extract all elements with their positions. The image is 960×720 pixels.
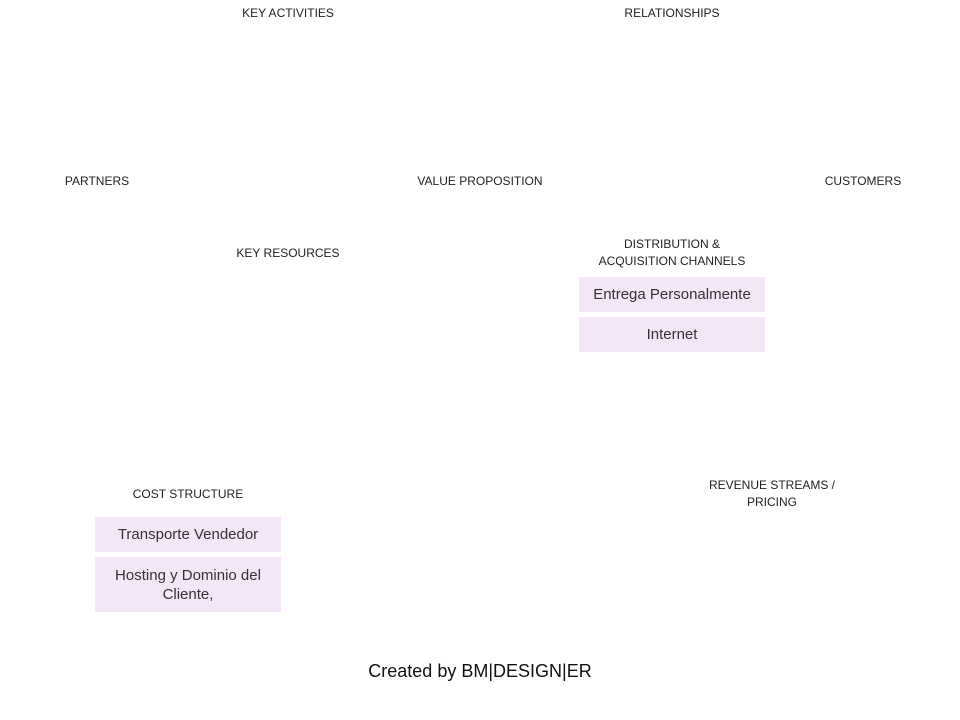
section-label-key-activities: KEY ACTIVITIES [242,6,334,20]
sticky-note-cost[interactable]: Transporte Vendedor [95,517,281,552]
sticky-note-cost[interactable]: Hosting y Dominio del Cliente, [95,557,281,612]
sticky-note-distribution[interactable]: Entrega Personalmente [579,277,765,312]
section-label-revenue-streams: REVENUE STREAMS / PRICING [708,478,836,509]
section-label-cost-structure: COST STRUCTURE [132,487,244,501]
sticky-note-text: Entrega Personalmente [593,286,751,303]
section-label-value-proposition: VALUE PROPOSITION [417,174,543,188]
sticky-note-text: Transporte Vendedor [117,526,259,543]
sticky-note-text: Internet [646,326,698,343]
section-label-key-resources: KEY RESOURCES [236,246,340,260]
section-label-distribution-channels: DISTRIBUTION & ACQUISITION CHANNELS [598,237,746,268]
section-label-relationships: RELATIONSHIPS [624,6,720,20]
footer-credit: Created by BM|DESIGN|ER [368,661,592,681]
section-label-partners: PARTNERS [64,174,130,188]
sticky-note-text: Hosting y Dominio del Cliente, [115,566,261,603]
sticky-note-distribution[interactable]: Internet [579,317,765,352]
section-label-customers: CUSTOMERS [824,174,902,188]
